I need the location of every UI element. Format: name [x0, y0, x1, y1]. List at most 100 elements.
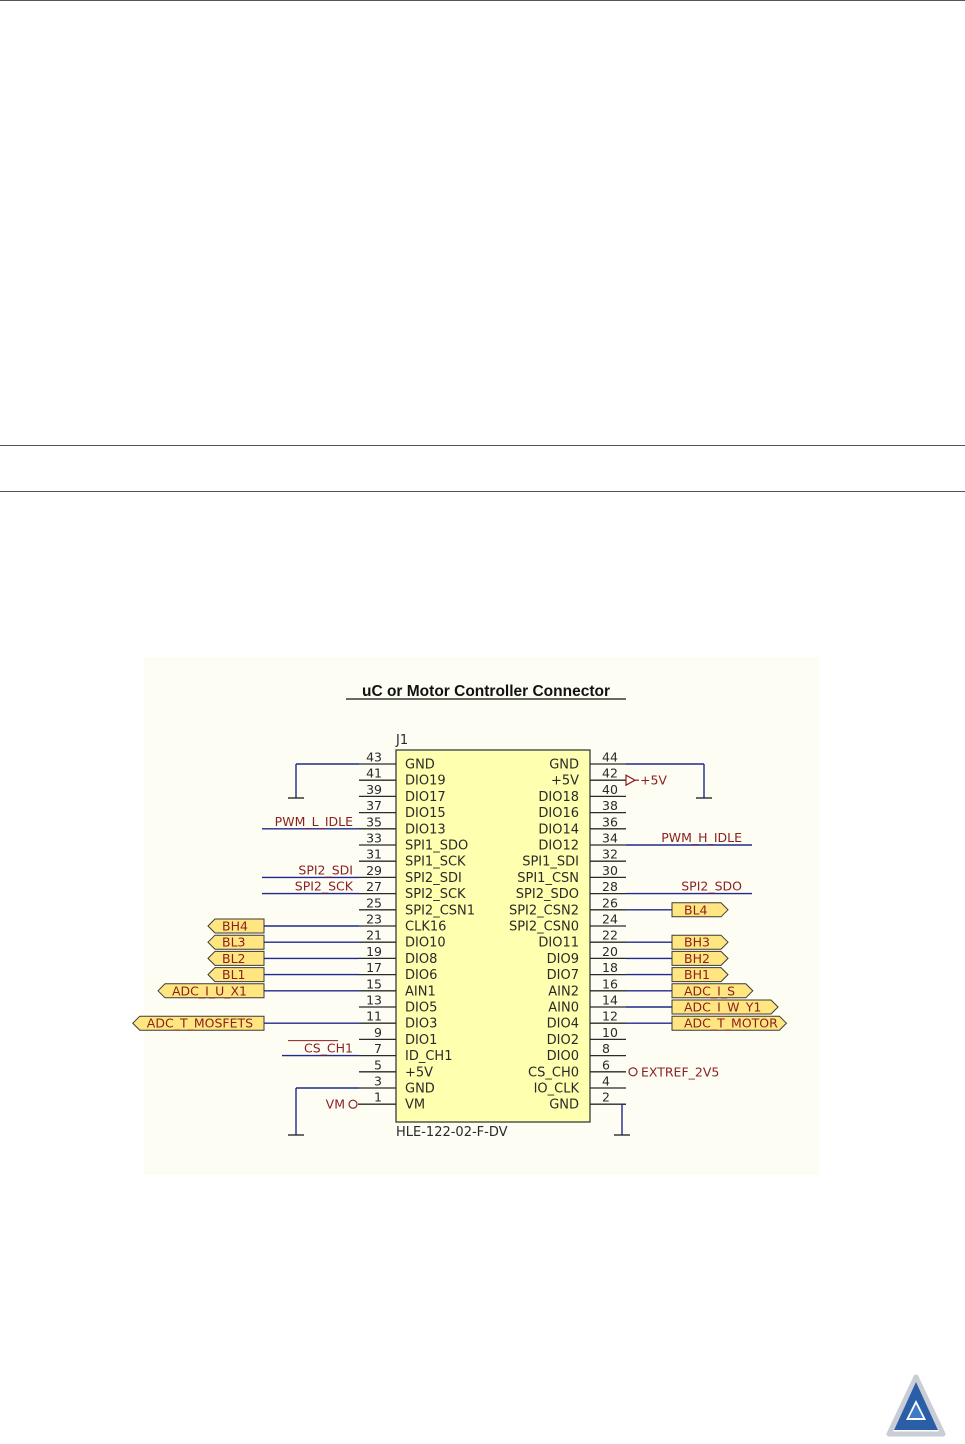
pin-25-number: 25 [366, 895, 382, 910]
pin-23-number: 23 [366, 912, 382, 927]
pin-43-number: 43 [366, 750, 382, 765]
port-26: BL4 [684, 902, 708, 917]
net-label-7: CS_CH1 [304, 1041, 353, 1056]
pin-8-name: DIO0 [547, 1049, 579, 1064]
net-label-27: SPI2_SCK [295, 879, 354, 894]
pin-7-number: 7 [374, 1041, 382, 1056]
pin-21-name: DIO10 [405, 936, 446, 951]
pin-9-number: 9 [374, 1025, 382, 1040]
pin-5-number: 5 [374, 1057, 382, 1072]
pin-42-name: +5V [551, 774, 579, 789]
pin-13-number: 13 [366, 993, 382, 1008]
port-12: ADC_T_MOTOR [684, 1016, 778, 1031]
pin-11-name: DIO3 [405, 1017, 437, 1032]
trinamic-triangle-logo-icon [886, 1374, 946, 1437]
pin-22-number: 22 [602, 928, 618, 943]
power-label-1: VM [326, 1097, 345, 1112]
port-14-shape [671, 999, 779, 1015]
port-22-shape [671, 934, 729, 950]
pin-14-name: AIN0 [548, 1001, 579, 1016]
port-14: ADC_I_W_Y1 [684, 1000, 761, 1015]
pin-24-number: 24 [602, 912, 618, 927]
pin-15-name: AIN1 [405, 984, 436, 999]
port-15: ADC_I_U_X1 [172, 983, 247, 998]
pin-1-number: 1 [374, 1090, 382, 1105]
port-20-shape [671, 950, 729, 966]
pin-7-name: ID_CH1 [405, 1049, 452, 1064]
pin-29-number: 29 [366, 863, 382, 878]
section-divider-upper [0, 445, 965, 446]
pin-43-name: GND [405, 758, 435, 773]
power-port-circle-1 [348, 1099, 358, 1109]
port-16-shape [671, 983, 754, 999]
port-18-shape [671, 967, 729, 983]
pin-17-number: 17 [366, 960, 382, 975]
port-17: BL1 [222, 967, 246, 982]
pin-6-number: 6 [602, 1057, 610, 1072]
top-divider [0, 0, 965, 1]
pin-26-number: 26 [602, 895, 618, 910]
pin-28-number: 28 [602, 879, 618, 894]
pin-28-name: SPI2_SDO [516, 887, 579, 902]
pin-11-number: 11 [366, 1009, 382, 1024]
pin-37-name: DIO15 [405, 806, 446, 821]
pin-8-number: 8 [602, 1041, 610, 1056]
port-19: BL2 [222, 951, 246, 966]
pin-17-name: DIO6 [405, 968, 437, 983]
pin-24-name: SPI2_CSN0 [509, 920, 579, 935]
port-11: ADC_T_MOSFETS [147, 1016, 253, 1031]
pin-37-number: 37 [366, 798, 382, 813]
pin-16-name: AIN2 [548, 984, 579, 999]
pin-34-name: DIO12 [538, 839, 579, 854]
pin-25-name: SPI2_CSN1 [405, 903, 475, 918]
port-22: BH3 [684, 935, 710, 950]
pin-20-name: DIO9 [547, 952, 579, 967]
port-20: BH2 [684, 951, 710, 966]
part-number-label: HLE-122-02-F-DV [396, 1125, 508, 1140]
schematic-title: uC or Motor Controller Connector [362, 683, 610, 700]
pin-3-number: 3 [374, 1074, 382, 1089]
pin-15-number: 15 [366, 976, 382, 991]
power-arrow-42 [625, 774, 637, 787]
pin-44-name: GND [549, 758, 579, 773]
port-12-shape [671, 1015, 788, 1031]
pin-30-name: SPI1_CSN [517, 871, 579, 886]
pin-40-name: DIO18 [538, 790, 579, 805]
pin-39-name: DIO17 [405, 790, 446, 805]
pin-3-name: GND [405, 1082, 435, 1097]
pin-32-number: 32 [602, 847, 618, 862]
pin-27-name: SPI2_SCK [405, 887, 466, 902]
pin-38-number: 38 [602, 798, 618, 813]
pin-29-name: SPI2_SDI [405, 871, 462, 886]
pin-23-name: CLK16 [405, 920, 446, 935]
pin-26-name: SPI2_CSN2 [509, 903, 579, 918]
pin-36-number: 36 [602, 814, 618, 829]
pin-41-number: 41 [366, 766, 382, 781]
pin-4-name: IO_CLK [534, 1082, 580, 1097]
pin-20-number: 20 [602, 944, 618, 959]
port-18: BH1 [684, 967, 710, 982]
pin-40-number: 40 [602, 782, 618, 797]
designator-label: J1 [395, 733, 408, 748]
connector-body [395, 749, 591, 1123]
port-16: ADC_I_S [684, 983, 735, 998]
pin-30-number: 30 [602, 863, 618, 878]
pin-18-name: DIO7 [547, 968, 579, 983]
pin-18-number: 18 [602, 960, 618, 975]
power-label-6: EXTREF_2V5 [641, 1064, 719, 1079]
pin-39-number: 39 [366, 782, 382, 797]
pin-32-name: SPI1_SDI [522, 855, 579, 870]
pin-16-number: 16 [602, 976, 618, 991]
pin-4-number: 4 [602, 1074, 610, 1089]
port-21: BL3 [222, 935, 246, 950]
pin-2-number: 2 [602, 1090, 610, 1105]
pin-42-number: 42 [602, 766, 618, 781]
net-label-29: SPI2_SDI [298, 862, 353, 877]
net-label-34: PWM_H_IDLE [661, 830, 742, 845]
pin-12-name: DIO4 [547, 1017, 579, 1032]
net-label-28: SPI2_SDO [681, 879, 742, 894]
pin-34-number: 34 [602, 831, 618, 846]
pin-21-number: 21 [366, 928, 382, 943]
pin-41-name: DIO19 [405, 774, 446, 789]
